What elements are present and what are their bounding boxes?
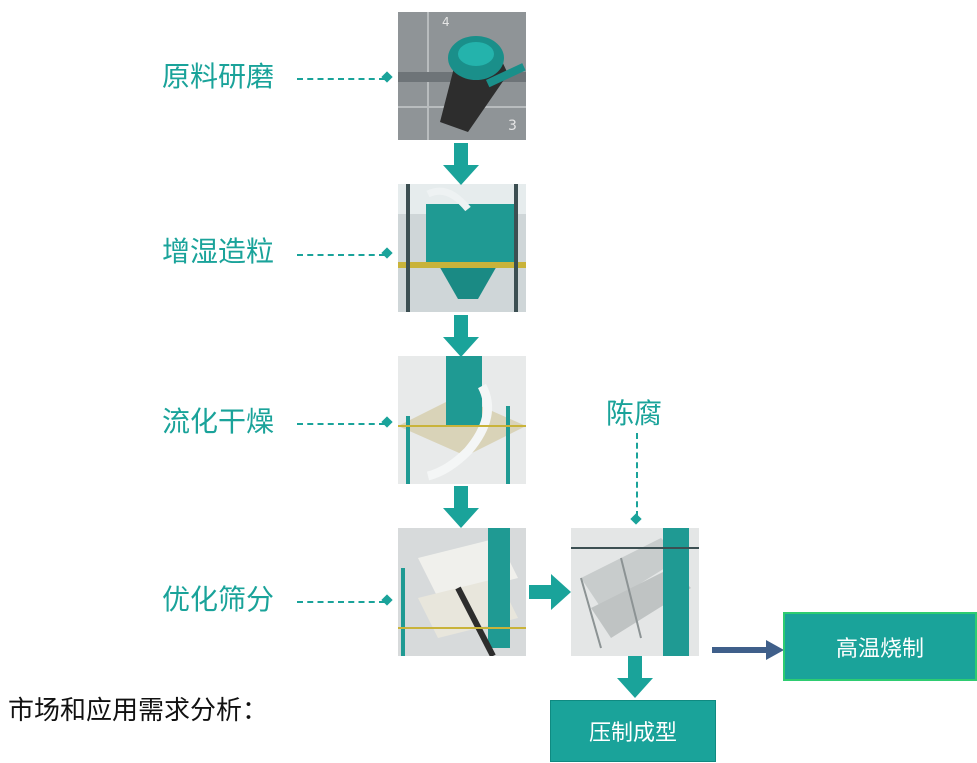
leader-line-granulation xyxy=(297,254,385,256)
aging-label: 陈腐 xyxy=(606,397,663,430)
svg-text:3: 3 xyxy=(508,118,517,134)
arrow-down-1 xyxy=(443,143,479,185)
arrow-right-to-aging xyxy=(529,574,571,610)
leader-line-grinding xyxy=(297,78,385,80)
leader-diamond-screening xyxy=(381,594,393,606)
aging-silo-image xyxy=(571,528,699,656)
arrow-down-to-pressing xyxy=(617,656,653,698)
screening-image xyxy=(398,528,526,656)
leader-diamond-grinding xyxy=(381,71,393,83)
leader-diamond-granulation xyxy=(381,247,393,259)
firing-label: 高温烧制 xyxy=(835,636,924,662)
step-label-grinding: 原料研磨 xyxy=(162,60,275,93)
arrow-right-to-firing xyxy=(712,640,784,660)
grinding-mill-image: 4 3 xyxy=(398,12,526,140)
leader-line-drying xyxy=(297,423,385,425)
firing-box: 高温烧制 xyxy=(783,612,977,681)
leader-line-screening xyxy=(297,601,385,603)
granulator-image xyxy=(398,184,526,312)
svg-text:4: 4 xyxy=(442,15,450,29)
arrow-down-3 xyxy=(443,486,479,528)
arrow-down-2 xyxy=(443,315,479,357)
market-analysis-heading: 市场和应用需求分析： xyxy=(8,696,269,726)
pressing-box: 压制成型 xyxy=(550,700,716,762)
step-label-screening: 优化筛分 xyxy=(162,583,275,616)
pressing-label: 压制成型 xyxy=(588,721,677,746)
step-label-drying: 流化干燥 xyxy=(162,405,275,438)
leader-diamond-drying xyxy=(381,416,393,428)
aging-leader-line xyxy=(636,433,638,517)
aging-leader-diamond xyxy=(630,513,642,525)
step-label-granulation: 增湿造粒 xyxy=(162,235,275,268)
dryer-image xyxy=(398,356,526,484)
